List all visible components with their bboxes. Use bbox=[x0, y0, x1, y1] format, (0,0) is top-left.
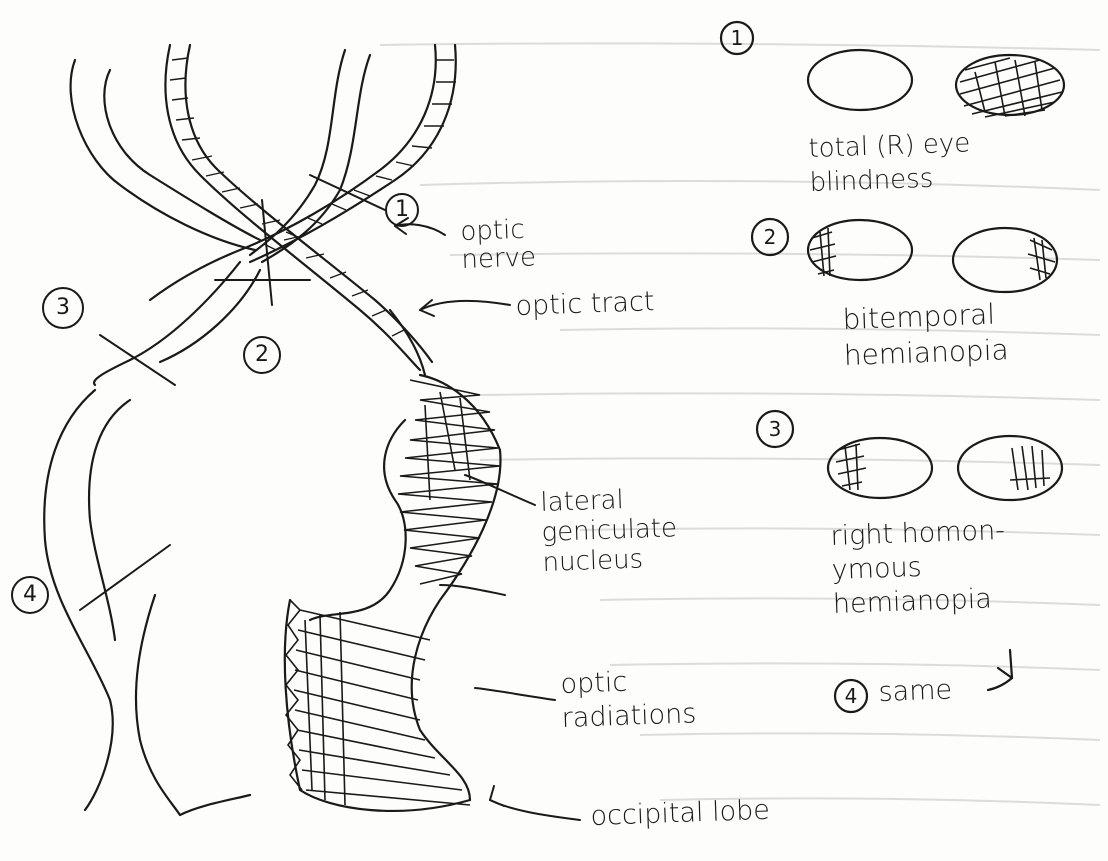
lesion-1-line bbox=[310, 175, 385, 210]
defect-1-right-field bbox=[956, 55, 1064, 115]
defect-3-left-field bbox=[828, 438, 932, 498]
lesion-marker-4: 4 bbox=[13, 584, 47, 606]
defect-number-1: 1 bbox=[720, 27, 754, 49]
defect-number-3: 3 bbox=[758, 418, 792, 440]
lesion-4-line bbox=[80, 545, 170, 610]
lesion-marker-1: 1 bbox=[385, 199, 419, 221]
lesion-marker-2: 2 bbox=[245, 344, 279, 366]
defect-1-label: total (R) eye blindness bbox=[808, 126, 972, 200]
defect-1-left-field bbox=[808, 50, 912, 110]
lesion-cut-lines bbox=[80, 175, 385, 610]
left-hemisphere-outline bbox=[44, 390, 112, 810]
lesion-marker-3: 3 bbox=[46, 297, 80, 319]
defect-2-label: bitemporal hemianopia bbox=[842, 296, 1009, 374]
geniculocalcarine-pathway bbox=[44, 375, 500, 815]
field-shading bbox=[810, 58, 1062, 490]
right-eye-crossing-fibers bbox=[150, 45, 436, 300]
label-optic-radiations: optic radiations bbox=[560, 663, 697, 736]
defect-4-label: same bbox=[878, 673, 953, 710]
label-optic-nerve: optic nerve bbox=[460, 215, 536, 274]
lesion-circles bbox=[12, 194, 418, 613]
defect-number-2: 2 bbox=[753, 226, 787, 248]
label-lateral-geniculate-nucleus: lateral geniculate nucleus bbox=[540, 483, 678, 578]
defect-3-right-field bbox=[958, 436, 1062, 500]
radiation-hatching bbox=[286, 600, 470, 805]
label-occipital-lobe: occipital lobe bbox=[590, 794, 770, 834]
label-optic-tract: optic tract bbox=[515, 285, 655, 324]
defect-3-label: right homon- ymous hemianopia bbox=[830, 514, 1008, 622]
defect-2-right-field bbox=[953, 228, 1057, 292]
defect-number-4: 4 bbox=[834, 685, 868, 707]
